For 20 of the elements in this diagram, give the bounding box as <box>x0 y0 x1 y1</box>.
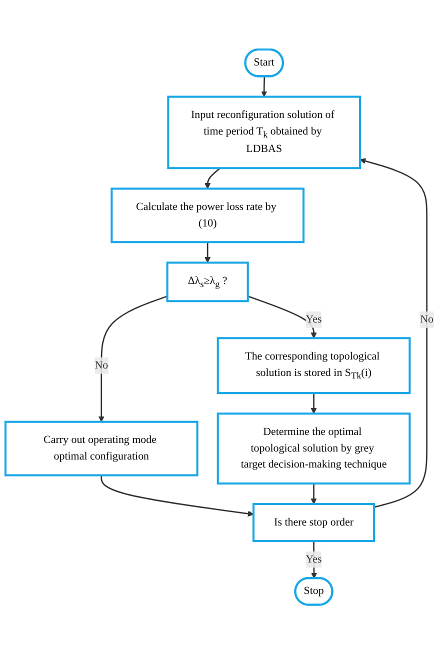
arrow <box>98 296 168 422</box>
edge-label: Yes <box>306 554 322 566</box>
node-box: Is there stop order <box>252 503 376 542</box>
node-box: Input reconfiguration solution of time period T$_{k}$ obtained by LDBAS <box>167 96 362 170</box>
arrow <box>204 168 221 190</box>
node-box: Carry out operating mode optimal configuration <box>4 421 198 477</box>
arrow <box>360 158 428 508</box>
arrow <box>261 76 268 98</box>
node-box: Δλ$_{s}$≥λ$_{g}$ ? <box>166 262 249 303</box>
edge-label: No <box>94 360 108 372</box>
arrow <box>310 393 317 414</box>
arrow <box>248 296 317 339</box>
node-box: Determine the optimal topological solution by grey target decision-making technique <box>216 412 411 485</box>
edge-label: No <box>420 314 434 326</box>
node-box: The corresponding topological solution is stored in S$_{Tk}$(i) <box>216 337 411 394</box>
node-box: Calculate the power loss rate by (10) <box>110 188 305 244</box>
arrow <box>204 242 211 264</box>
arrow <box>310 484 317 505</box>
arrow <box>100 476 254 517</box>
edge-label: Yes <box>306 314 322 326</box>
